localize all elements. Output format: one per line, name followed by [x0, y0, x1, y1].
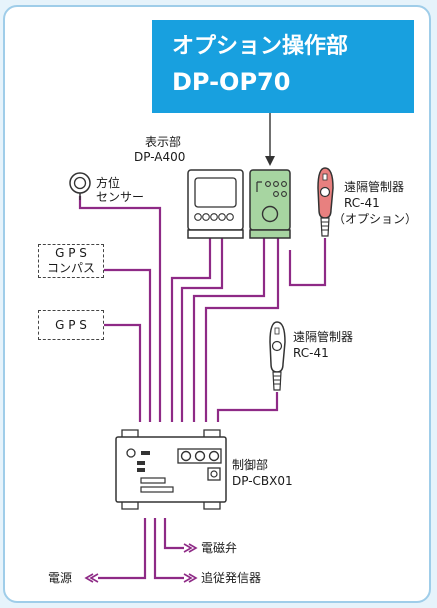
solenoid-valve-label: 電磁弁 [201, 541, 238, 555]
control-unit-model: DP-CBX01 [232, 474, 293, 488]
display-unit-label: 表示部 [145, 135, 182, 149]
banner-model: DP-OP70 [172, 68, 291, 96]
control-unit-label: 制御部 [232, 458, 269, 472]
control-unit-icon [115, 429, 227, 510]
power-label: 電源 [48, 571, 73, 585]
display-unit-model: DP-A400 [134, 150, 186, 164]
gps-box: G P S [38, 310, 104, 340]
gps-label: G P S [55, 318, 87, 332]
arrow-heads [84, 543, 198, 583]
remote-option-label: 遠隔管制器 [344, 180, 405, 194]
remote-option-model: RC-41 [344, 196, 380, 210]
heading-sensor-label-2: センサー [96, 190, 145, 204]
remote-option-icon [317, 167, 334, 237]
gps-compass-box: G P S コンパス [38, 244, 104, 278]
remote-option-note: （オプション） [333, 212, 418, 226]
banner-arrow [265, 113, 275, 166]
display-unit-icon [187, 169, 244, 239]
heading-sensor-icon [69, 172, 91, 200]
gps-compass-label-1: G P S [55, 246, 87, 260]
remote-icon [269, 321, 286, 391]
remote-label: 遠隔管制器 [293, 330, 354, 344]
remote-model: RC-41 [293, 346, 329, 360]
option-panel-banner: オプション操作部 DP-OP70 [152, 20, 414, 113]
heading-sensor-label-1: 方位 [96, 176, 121, 190]
banner-title: オプション操作部 [172, 34, 349, 59]
cable-lines [78, 196, 327, 580]
follow-up-transmitter-label: 追従発信器 [201, 571, 262, 585]
option-panel-icon [249, 169, 291, 239]
gps-compass-label-2: コンパス [46, 261, 95, 275]
